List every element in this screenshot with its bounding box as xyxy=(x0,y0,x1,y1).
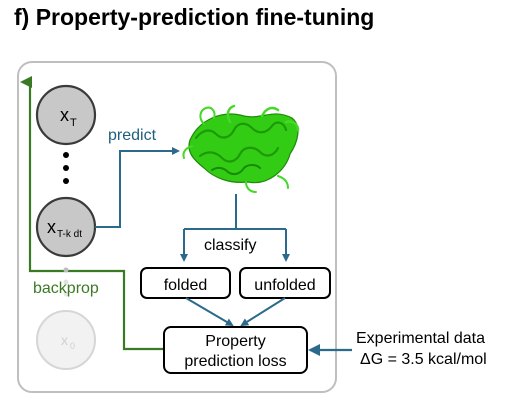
predict-arrow xyxy=(95,147,180,228)
ellipsis-dots xyxy=(63,152,69,184)
backprop-arrow xyxy=(20,76,164,351)
svg-text:x: x xyxy=(47,217,56,237)
svg-text:Experimental data: Experimental data xyxy=(356,330,485,347)
classify-arrows xyxy=(180,194,290,262)
outer-panel xyxy=(17,61,337,393)
to-loss-arrows xyxy=(185,297,286,327)
node-x-t-minus-k-dt: x T-k dt xyxy=(35,196,97,258)
svg-text:x: x xyxy=(60,105,69,125)
svg-text:ΔG = 3.5 kcal/mol: ΔG = 3.5 kcal/mol xyxy=(360,351,487,368)
svg-text:T: T xyxy=(70,117,77,129)
svg-text:prediction loss: prediction loss xyxy=(184,353,286,370)
panel-title: f) Property-prediction fine-tuning xyxy=(14,4,375,30)
classify-label: classify xyxy=(204,237,256,254)
svg-text:x: x xyxy=(61,332,68,348)
svg-text:folded: folded xyxy=(164,277,208,294)
svg-text:0: 0 xyxy=(70,341,75,351)
svg-text:Property: Property xyxy=(205,333,265,350)
svg-text:T-k dt: T-k dt xyxy=(57,229,82,240)
property-prediction-loss-box: Property prediction loss xyxy=(163,326,308,374)
protein-structure-image xyxy=(182,104,300,193)
faded-dots xyxy=(63,267,69,297)
backprop-label: backprop xyxy=(33,280,99,297)
unfolded-box: unfolded xyxy=(239,267,331,299)
svg-text:unfolded: unfolded xyxy=(254,277,315,294)
node-x-0: x 0 xyxy=(36,310,96,370)
node-x-t: x T xyxy=(35,84,97,146)
predict-label: predict xyxy=(108,127,157,144)
folded-box: folded xyxy=(140,267,231,299)
experimental-data-label: Experimental data ΔG = 3.5 kcal/mol xyxy=(356,330,487,368)
